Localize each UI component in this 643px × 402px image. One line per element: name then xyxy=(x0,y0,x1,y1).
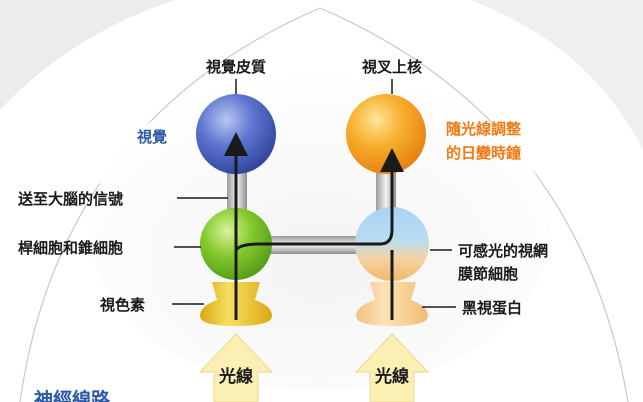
label-light-left: 光線 xyxy=(218,366,253,387)
light-arrow-left xyxy=(198,333,274,402)
label-signal-to-brain: 送至大腦的信號 xyxy=(17,190,123,208)
label-vision: 視覺 xyxy=(136,128,167,146)
label-pathway-title: 神經線路 xyxy=(34,388,111,402)
light-arrow-right xyxy=(354,333,430,402)
ipRGC-cell-sphere xyxy=(355,207,429,281)
label-melanopsin: 黑視蛋白 xyxy=(462,299,522,317)
corner-shade-right xyxy=(470,0,643,150)
label-circadian-2: 的日變時鐘 xyxy=(446,144,521,162)
label-light-right: 光線 xyxy=(374,366,409,387)
label-scn: 視叉上核 xyxy=(361,58,422,76)
label-ipRGC-1: 可感光的視網 xyxy=(458,242,548,260)
label-rods-cones: 桿細胞和錐細胞 xyxy=(18,239,123,257)
label-circadian-1: 隨光線調整 xyxy=(446,120,521,138)
label-ipRGC-2: 膜節細胞 xyxy=(458,265,518,283)
circular-frame xyxy=(19,7,629,402)
signal-arrow-circadian xyxy=(234,148,404,251)
label-visual-pigment: 視色素 xyxy=(99,296,145,314)
scn-sphere xyxy=(346,94,426,174)
label-visual-cortex: 視覺皮質 xyxy=(205,58,266,76)
soft-glow xyxy=(90,70,550,390)
corner-shade-left xyxy=(0,0,175,110)
